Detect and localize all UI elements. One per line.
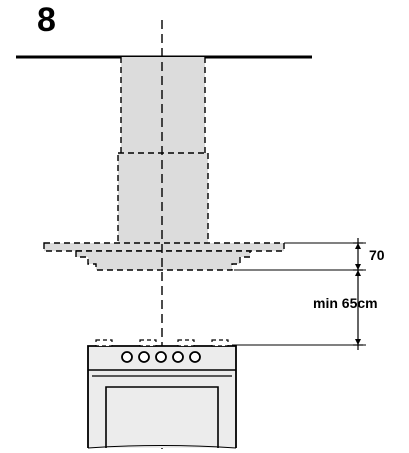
stove-control-knobs	[121, 351, 201, 363]
control-knob	[172, 351, 184, 363]
hood-canopy	[43, 242, 285, 271]
chimney-upper-section	[121, 57, 205, 153]
stove	[87, 339, 237, 449]
control-knob	[189, 351, 201, 363]
control-knob	[121, 351, 133, 363]
chimney-lower-section	[117, 152, 209, 248]
control-knob	[138, 351, 150, 363]
control-knob	[155, 351, 167, 363]
step-number: 8	[37, 1, 56, 39]
dimension-label-hood-height: 70	[369, 247, 385, 263]
dimension-line-vertical	[353, 238, 363, 350]
dimension-label-min-clearance: min 65cm	[313, 295, 378, 311]
